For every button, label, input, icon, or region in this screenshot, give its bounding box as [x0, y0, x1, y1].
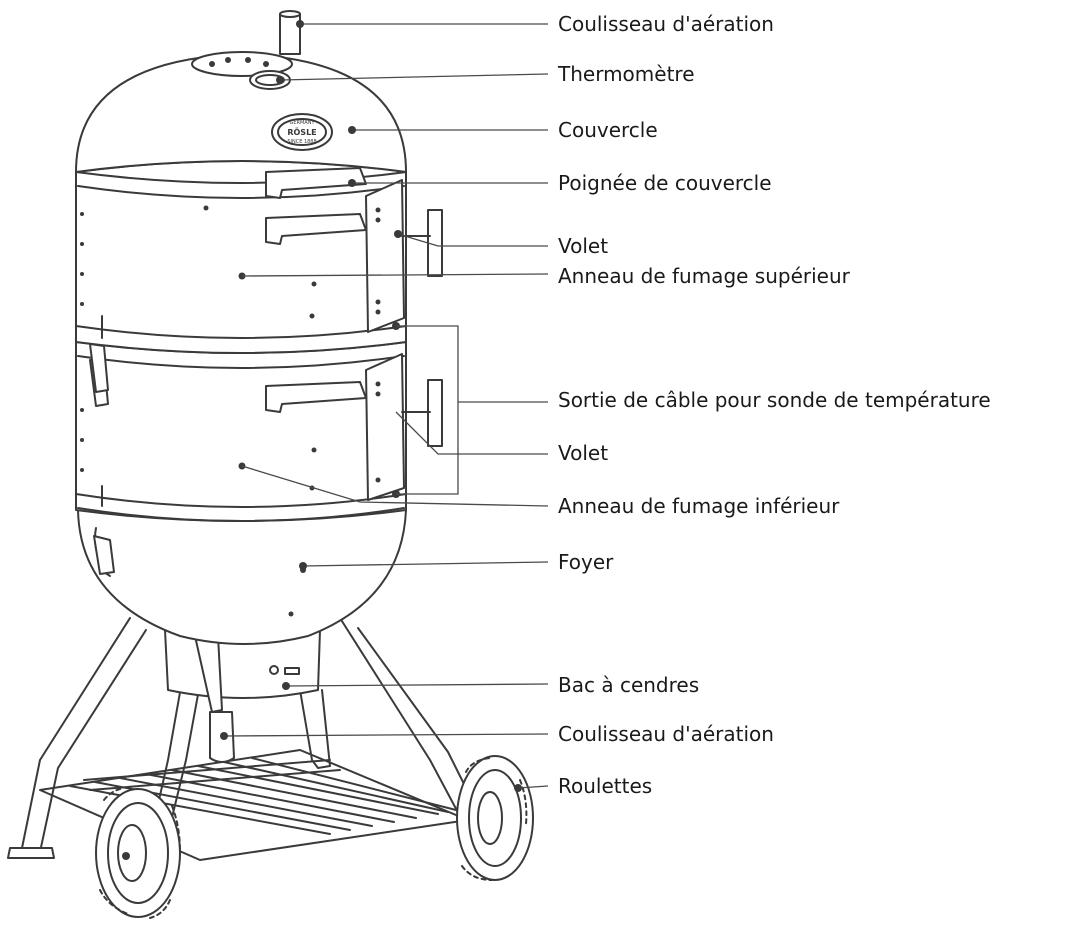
- logo-top-text: GERMANY: [289, 120, 315, 126]
- logo-bottom-text: SINCE 1888: [287, 139, 316, 145]
- lid-body: [75, 10, 407, 199]
- label-upper-door: Volet: [558, 234, 609, 258]
- label-lid: Couvercle: [558, 118, 658, 142]
- label-bottom-vent: Coulisseau d'aération: [558, 722, 774, 746]
- label-upper-ring: Anneau de fumage supérieur: [558, 264, 850, 288]
- label-ash-pan: Bac à cendres: [558, 673, 700, 697]
- label-lower-ring: Anneau de fumage inférieur: [558, 494, 840, 518]
- logo-text: RÖSLE: [287, 127, 316, 137]
- label-lower-door: Volet: [558, 441, 609, 465]
- firebox-body: [77, 509, 407, 645]
- label-lid-handle: Poignée de couvercle: [558, 171, 772, 195]
- right-wheel: [456, 755, 534, 881]
- left-wheel: [95, 787, 181, 919]
- callout-dots: [220, 20, 522, 792]
- label-top-vent: Coulisseau d'aération: [558, 12, 774, 36]
- label-probe-outlet: Sortie de câble pour sonde de températur…: [558, 388, 991, 412]
- label-firebox: Foyer: [558, 550, 614, 574]
- label-thermometer: Thermomètre: [558, 62, 695, 86]
- label-wheels: Roulettes: [558, 774, 653, 798]
- upper-ring-body: [75, 160, 443, 393]
- lower-ring-body: [75, 329, 443, 522]
- leader-lines: [223, 23, 549, 789]
